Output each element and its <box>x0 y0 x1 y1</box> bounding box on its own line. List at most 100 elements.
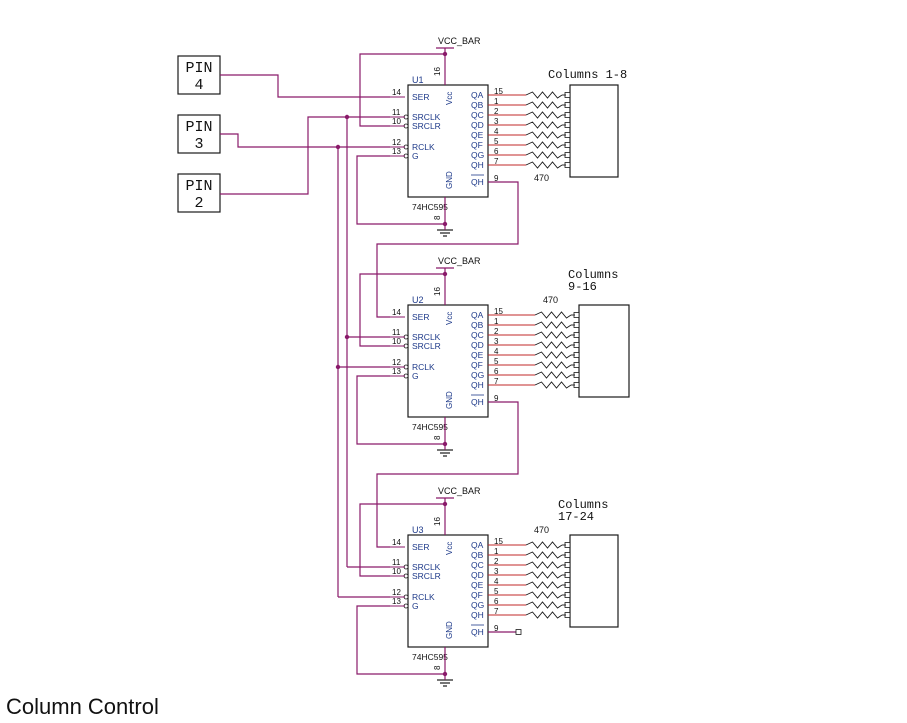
output-pin-number: 7 <box>494 607 499 616</box>
left-pin-number: 13 <box>392 147 401 156</box>
junction-dot <box>442 671 448 677</box>
output-pin-number: 15 <box>494 87 503 96</box>
left-pin-number: 14 <box>392 308 401 317</box>
connector-body <box>578 304 630 398</box>
output-pin-number: 5 <box>494 587 499 596</box>
chip-ref: U3 <box>412 525 424 535</box>
left-pin-name: RCLK <box>412 592 435 602</box>
output-pin-number: 4 <box>494 577 499 586</box>
output-pin-name: QD <box>471 340 484 350</box>
output-pin-number: 5 <box>494 357 499 366</box>
vcc-label: VCC_BAR <box>438 486 481 496</box>
left-pin-number: 10 <box>392 567 401 576</box>
column-group-label: Columns 1-8 <box>548 68 627 82</box>
output-pin-name: QB <box>471 100 484 110</box>
output-pin-name: QB <box>471 550 484 560</box>
left-pin-name: RCLK <box>412 142 435 152</box>
output-pin-number: 2 <box>494 107 499 116</box>
chip-body <box>407 304 489 418</box>
output-pin-name: QF <box>471 140 483 150</box>
latch-line-pin3 <box>220 133 390 148</box>
output-pin-name: QC <box>471 330 484 340</box>
connector-body <box>569 534 619 628</box>
pin-number: 2 <box>194 195 203 212</box>
column-resistor <box>534 351 572 359</box>
cascade-u1-to-u2 <box>376 181 519 318</box>
output-pin-name: QE <box>471 350 484 360</box>
resistor-value-label: 470 <box>534 525 549 535</box>
junction-dot <box>344 334 350 340</box>
pin-label: PIN <box>185 119 212 136</box>
column-resistor <box>525 141 563 149</box>
output-pin-number: 1 <box>494 97 499 106</box>
left-pin-name: G <box>412 151 419 161</box>
junction-dot <box>335 144 341 150</box>
left-pin-name: SER <box>412 542 429 552</box>
pin-label: PIN <box>185 60 212 77</box>
gnd-pin-name: GND <box>445 621 454 639</box>
left-pin-number: 13 <box>392 367 401 376</box>
output-pin-number: 3 <box>494 337 499 346</box>
output-pin-number: 5 <box>494 137 499 146</box>
chip-ref: U1 <box>412 75 424 85</box>
column-group-label: Columns <box>558 498 608 512</box>
output-pin-number: 15 <box>494 537 503 546</box>
output-pin-name: QB <box>471 320 484 330</box>
output-pin-name: QF <box>471 360 483 370</box>
column-resistor <box>534 381 572 389</box>
column-resistor <box>534 371 572 379</box>
left-pin-name: SRCLR <box>412 121 441 131</box>
left-pin-number: 12 <box>392 358 401 367</box>
vcc-pin-name: Vcc <box>445 92 454 105</box>
column-group-label: 17-24 <box>558 510 594 524</box>
output-pin-number: 15 <box>494 307 503 316</box>
left-pin-number: 11 <box>392 328 401 337</box>
serial-out-pin-name: QH <box>471 397 484 407</box>
left-pin-number: 13 <box>392 597 401 606</box>
column-resistor <box>525 571 563 579</box>
left-pin-name: SER <box>412 312 429 322</box>
junction-dot <box>442 271 448 277</box>
left-pin-name: G <box>412 601 419 611</box>
output-pin-number: 2 <box>494 557 499 566</box>
column-resistor <box>525 561 563 569</box>
column-resistor <box>525 551 563 559</box>
junction-dot <box>442 221 448 227</box>
chip-ref: U2 <box>412 295 424 305</box>
left-pin-number: 10 <box>392 337 401 346</box>
cascade-u2-to-u3 <box>376 401 519 548</box>
output-pin-number: 1 <box>494 547 499 556</box>
vcc-label: VCC_BAR <box>438 256 481 266</box>
chip-part-number: 74HC595 <box>412 202 448 212</box>
pin-label: PIN <box>185 178 212 195</box>
column-resistor <box>525 101 563 109</box>
left-pin-name: G <box>412 371 419 381</box>
output-pin-number: 6 <box>494 597 499 606</box>
output-pin-name: QE <box>471 580 484 590</box>
output-pin-name: QA <box>471 90 484 100</box>
left-pin-name: SRCLR <box>412 571 441 581</box>
vcc-pin-name: Vcc <box>445 542 454 555</box>
column-resistor <box>534 341 572 349</box>
left-pin-number: 11 <box>392 108 401 117</box>
left-pin-number: 12 <box>392 138 401 147</box>
output-pin-name: QD <box>471 120 484 130</box>
vcc-pin-name: Vcc <box>445 312 454 325</box>
serial-out-pin-number: 9 <box>494 624 499 633</box>
output-pin-name: QH <box>471 380 484 390</box>
output-pin-number: 4 <box>494 127 499 136</box>
column-resistor <box>525 601 563 609</box>
column-resistor <box>534 361 572 369</box>
pin-box-outline <box>177 173 221 213</box>
diagram-caption: Column Control <box>6 694 159 719</box>
vcc-pin-number: 16 <box>433 67 442 76</box>
chip-body <box>407 534 489 648</box>
column-resistor <box>525 161 563 169</box>
chip-part-number: 74HC595 <box>412 422 448 432</box>
